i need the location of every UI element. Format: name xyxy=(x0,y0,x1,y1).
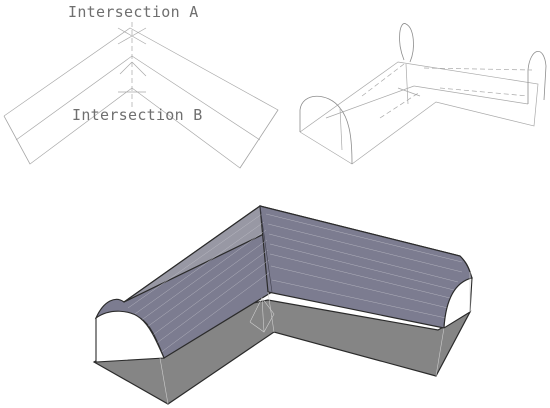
intersection-b-label: Intersection B xyxy=(72,106,203,124)
plan-view xyxy=(3,22,279,169)
wireframe-view xyxy=(299,23,547,165)
left-arch-opening xyxy=(95,310,165,363)
shaded-3d-view xyxy=(92,204,473,405)
intersection-a-label: Intersection A xyxy=(68,3,199,21)
right-arch-opening xyxy=(443,277,473,330)
